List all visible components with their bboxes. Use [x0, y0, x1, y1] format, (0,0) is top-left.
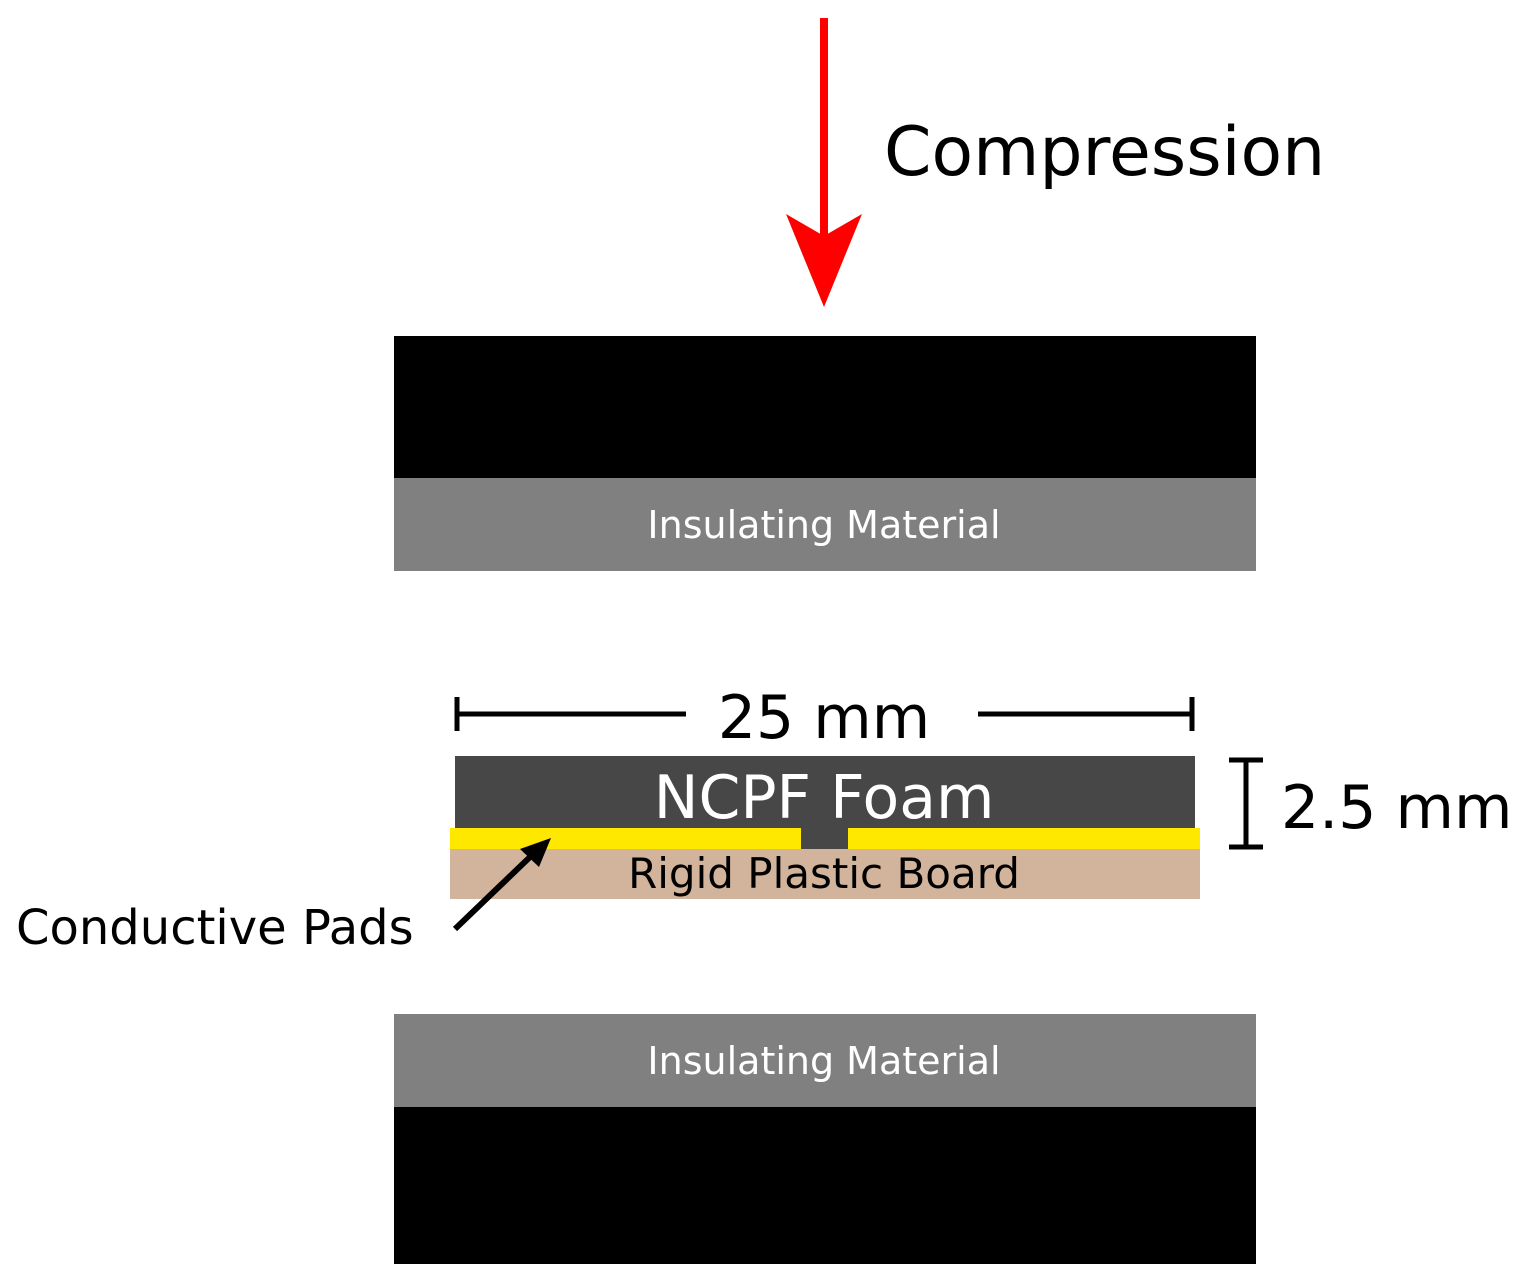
compression-arrow-icon	[786, 18, 862, 307]
bottom-insulating-label: Insulating Material	[647, 1039, 1000, 1083]
width-dimension-label: 25 mm	[718, 683, 930, 753]
pad-gap	[801, 828, 848, 849]
conductive-pad-right	[848, 828, 1200, 849]
pads-pointer-icon	[452, 838, 551, 932]
bottom-insulating-material	[394, 1014, 1256, 1107]
compression-arrow-head	[786, 214, 862, 307]
compression-label: Compression	[884, 113, 1325, 192]
top-insulating-material	[394, 478, 1256, 571]
conductive-pads-label: Conductive Pads	[16, 900, 414, 956]
foam-label: NCPF Foam	[654, 763, 995, 833]
thickness-dimension-label: 2.5 mm	[1281, 773, 1512, 843]
bottom-compression-plate	[394, 1107, 1256, 1264]
top-compression-plate	[394, 336, 1256, 478]
board-label: Rigid Plastic Board	[628, 849, 1020, 898]
thickness-dimension-line	[1229, 757, 1263, 850]
top-insulating-label: Insulating Material	[647, 503, 1000, 547]
ncpf-foam	[455, 756, 1195, 828]
compression-arrow-shaft	[820, 18, 828, 238]
width-dimension-line	[454, 697, 1195, 731]
rigid-plastic-board	[450, 849, 1200, 899]
